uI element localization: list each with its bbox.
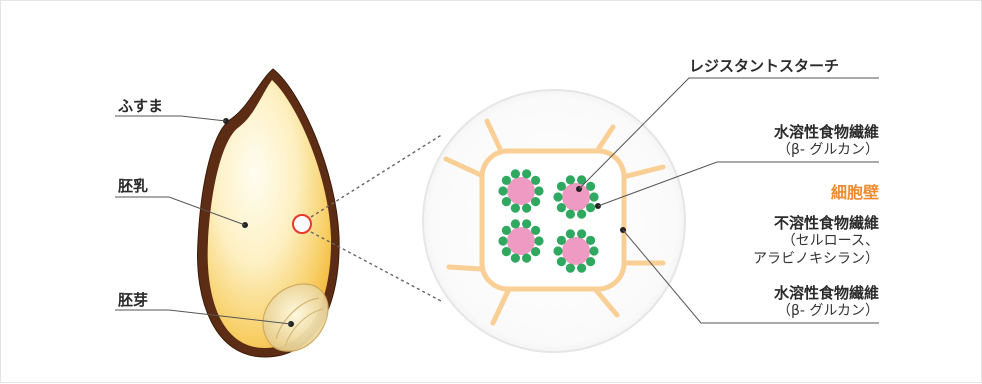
- starch-granule: [562, 183, 590, 211]
- beta-glucan-dot: [565, 229, 576, 239]
- label-insoluble-fiber: 不溶性食物繊維 （セルロース、 アラビノキシラン）: [753, 214, 879, 268]
- beta-glucan-dot: [565, 209, 576, 219]
- label-resistant-starch: レジスタントスターチ: [689, 57, 840, 75]
- grain-endosperm: [207, 80, 332, 349]
- insoluble-fiber-title: 不溶性食物繊維: [773, 214, 879, 232]
- cell-wall: [479, 148, 627, 292]
- beta-glucan-dot: [510, 203, 520, 213]
- beta-glucan-dot: [586, 203, 596, 213]
- beta-glucan-dot: [556, 203, 567, 213]
- label-soluble-fiber-bottom: 水溶性食物繊維 （β- グルカン）: [774, 284, 879, 320]
- beta-glucan-dot: [577, 209, 587, 219]
- soluble-fiber-top-sub: （β- グルカン）: [776, 142, 879, 158]
- beta-glucan-dot: [589, 246, 599, 256]
- beta-glucan-dot: [577, 175, 587, 185]
- beta-glucan-dot: [522, 253, 532, 263]
- beta-glucan-dot: [501, 175, 511, 185]
- grain-germ: [262, 283, 329, 352]
- starch-granule: [507, 177, 535, 205]
- beta-glucan-dot: [553, 192, 563, 202]
- zoom-origin-ring: [292, 214, 312, 234]
- beta-glucan-dot: [565, 175, 576, 185]
- leader-lines: [115, 77, 879, 325]
- beta-glucan-dot: [556, 235, 567, 245]
- beta-glucan-dot: [498, 186, 508, 196]
- label-bran: ふすま: [118, 97, 164, 115]
- insoluble-fiber-sub1: （セルロース、: [781, 233, 879, 249]
- beta-glucan-dot: [534, 236, 544, 246]
- beta-glucan-dot: [586, 181, 596, 191]
- starch-granule: [507, 227, 535, 255]
- beta-glucan-dot: [565, 263, 576, 273]
- beta-glucan-dot: [522, 169, 532, 179]
- soluble-fiber-bottom-title: 水溶性食物繊維: [773, 284, 879, 302]
- insoluble-fiber-sub2: アラビノキシラン）: [753, 251, 879, 267]
- beta-glucan-dot: [577, 229, 587, 239]
- beta-glucan-dots: [498, 169, 599, 273]
- beta-glucan-dot: [586, 257, 596, 267]
- zoom-line-upper: [310, 133, 444, 218]
- soluble-fiber-bottom-sub: （β- グルカン）: [776, 303, 879, 319]
- beta-glucan-dot: [556, 257, 567, 267]
- beta-glucan-dot: [553, 246, 563, 256]
- soluble-fiber-top-title: 水溶性食物繊維: [773, 123, 879, 141]
- label-soluble-fiber-top: 水溶性食物繊維 （β- グルカン）: [774, 123, 879, 159]
- beta-glucan-dot: [510, 169, 520, 179]
- zoom-line-lower: [310, 231, 442, 302]
- beta-glucan-dot: [498, 236, 508, 246]
- beta-glucan-dot: [522, 219, 532, 229]
- beta-glucan-dot: [501, 247, 511, 257]
- label-cell-wall: 細胞壁: [830, 183, 879, 202]
- beta-glucan-dot: [577, 263, 587, 273]
- label-endosperm: 胚乳: [118, 177, 149, 195]
- starch-granule: [562, 237, 590, 265]
- label-germ: 胚芽: [118, 291, 149, 309]
- beta-glucan-dot: [534, 186, 544, 196]
- beta-glucan-dot: [510, 219, 520, 229]
- beta-glucan-dot: [586, 235, 596, 245]
- beta-glucan-dot: [522, 203, 532, 213]
- beta-glucan-dot: [556, 181, 567, 191]
- beta-glucan-dot: [501, 225, 511, 235]
- beta-glucan-dot: [531, 175, 541, 185]
- beta-glucan-dot: [531, 247, 541, 257]
- beta-glucan-dot: [531, 225, 541, 235]
- beta-glucan-dot: [510, 253, 520, 263]
- beta-glucan-dot: [501, 197, 511, 207]
- cell-wall-strands: [443, 118, 666, 326]
- beta-glucan-dot: [531, 197, 541, 207]
- beta-glucan-dot: [589, 192, 599, 202]
